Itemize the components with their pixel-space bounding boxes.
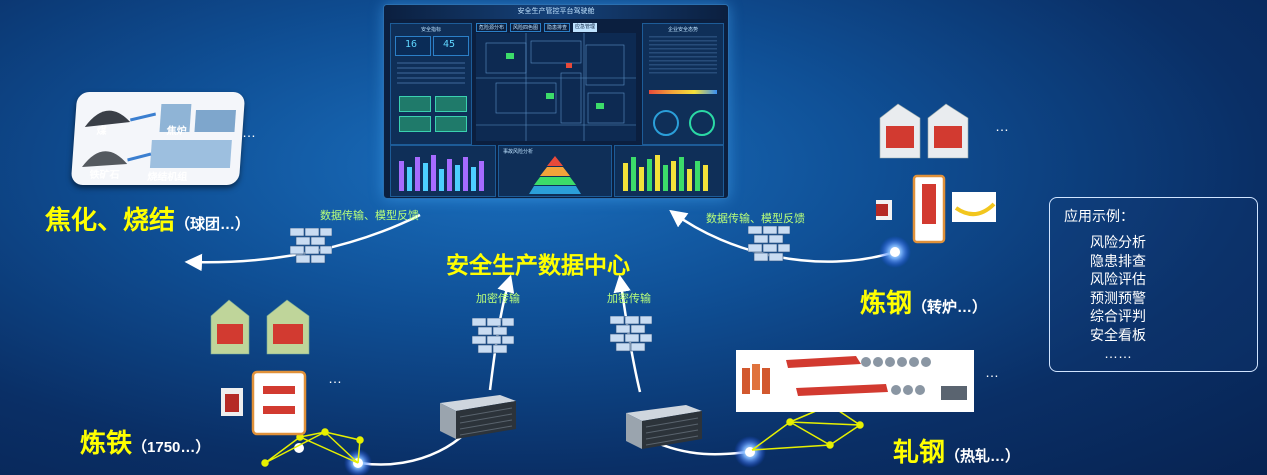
label-coke-oven: 焦炉 [166,126,187,137]
label-sinter-unit: 烧结机组 [146,172,188,183]
node-iron-2 [294,443,304,453]
dashboard-tabs: 危险源分布 风险四色图 隐患排查 应急管理 [476,23,598,32]
app-item: …… [1104,345,1132,361]
ellipsis-ironmaking: … [328,370,342,386]
dashboard-plant-map [476,33,636,141]
ellipsis-coking: … [242,124,256,140]
dashboard-num-a: 16 [405,39,418,50]
application-examples-title: 应用示例： [1064,208,1134,224]
network-mesh-iron [261,428,364,467]
app-item: 预测预警 [1090,289,1146,306]
encrypt-label-left: 加密传输 [476,293,520,305]
feedback-label-left: 数据传输、模型反馈 [320,210,419,222]
application-list: 风险分析 隐患排查 风险评估 预测预警 综合评判 安全看板 …… [1090,233,1146,363]
site-ironmaking-label: 炼铁（1750…） [80,423,210,460]
dashboard-right-panel-title: 企业安全态势 [667,27,698,33]
app-item: 安全看板 [1090,326,1146,343]
site-coking-name: 焦化、烧结 [45,205,176,235]
dashboard-tab: 风险四色图 [510,23,542,32]
dashboard-tab: 隐患排查 [544,23,571,32]
app-item: 综合评判 [1090,308,1146,324]
site-rolling-label: 轧钢（热轧…） [893,432,1020,469]
app-item: 隐患排查 [1090,252,1146,269]
firewall-icon [290,228,332,264]
server-icon [626,405,702,449]
dashboard-bar-chart-right [614,145,724,197]
dashboard-pyramid-panel: 事故风险分析 [498,145,612,197]
site-ironmaking-name: 炼铁 [80,428,133,458]
dashboard-left-panel-title: 安全指标 [420,27,441,33]
site-steelmaking-sub: （转炉…） [912,299,988,316]
dashboard-num-b: 45 [443,39,456,50]
rolling-illustration [736,350,974,412]
site-ironmaking-sub: （1750…） [132,439,211,456]
dashboard-screenshot: 安全生产管控平台驾驶舱 安全指标 16 45 危险源分布 风险四色图 隐患排查 … [383,4,729,199]
app-item: 风险评估 [1090,271,1146,287]
data-center-title: 安全生产数据中心 [446,252,630,278]
site-coking-sub: （球团…） [175,216,251,233]
app-item: 风险分析 [1090,234,1146,250]
dashboard-tab: 应急管理 [573,23,598,32]
firewall-icon [748,226,790,262]
site-steelmaking-label: 炼钢（转炉…） [860,283,987,320]
feedback-label-right: 数据传输、模型反馈 [706,213,805,225]
firewall-icon [610,316,652,352]
site-steelmaking-name: 炼钢 [860,288,913,318]
firewall-icon [472,318,514,354]
label-iron-ore: 铁矿石 [89,170,120,181]
dashboard-title: 安全生产管控平台驾驶舱 [384,5,728,19]
dashboard-bottom-center-title: 事故风险分析 [503,149,534,155]
application-examples-panel: 应用示例： 风险分析 隐患排查 风险评估 预测预警 综合评判 安全看板 …… [1049,197,1258,372]
dashboard-left-panel: 安全指标 16 45 [390,23,472,145]
label-coal: 煤 [96,126,107,137]
ellipsis-rolling: … [985,364,999,380]
dashboard-right-panel: 企业安全态势 [642,23,724,145]
ironmaking-illustration [205,296,325,438]
steelmaking-illustration [866,100,1000,245]
coking-sintering-illustration: 煤 焦炉 铁矿石 烧结机组 [70,92,246,185]
server-icon [440,395,516,439]
encrypt-label-right: 加密传输 [607,293,651,305]
ellipsis-steelmaking: … [995,118,1009,134]
site-coking-label: 焦化、烧结（球团…） [45,200,250,237]
dashboard-tab: 危险源分布 [476,23,508,32]
dashboard-bar-chart-left [390,145,496,197]
site-rolling-name: 轧钢 [893,437,946,467]
site-rolling-sub: （热轧…） [945,448,1021,465]
